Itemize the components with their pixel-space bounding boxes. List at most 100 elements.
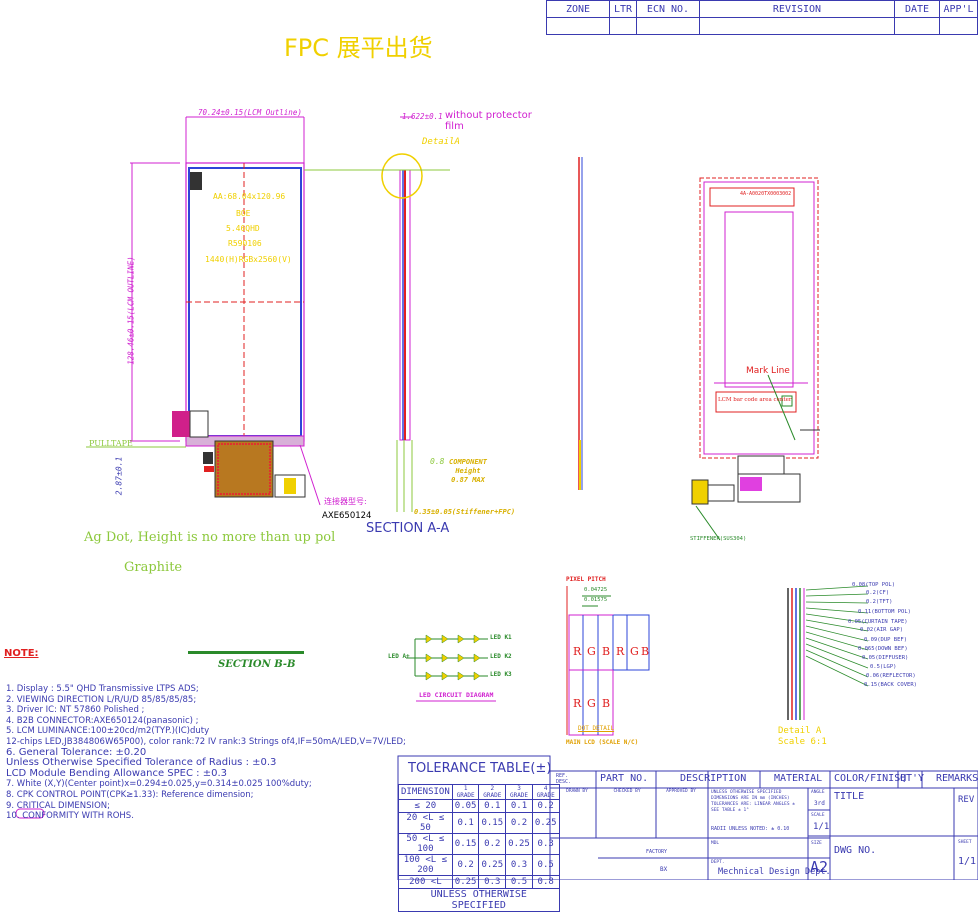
tb-dept-val: Mechnical Design Dept. — [718, 867, 831, 877]
table-row: 100 <L ≤ 200 0.2 0.25 0.3 0.5 — [398, 854, 560, 876]
tol-header-g2: 2 GRADE — [478, 784, 507, 800]
tb-remarks: REMARKS — [936, 773, 978, 784]
tol-cell: 0.1 — [451, 812, 480, 834]
graphite-label: Graphite — [124, 560, 183, 575]
pulltape-label: PULLTAPE — [89, 439, 133, 448]
table-row: 200 <L 0.25 0.3 0.5 0.8 — [398, 875, 560, 889]
back-label-tag: 4A-A0020TX0003002 — [740, 191, 792, 197]
protector-note: without protector film — [445, 110, 532, 132]
tb-size-label: SIZE — [811, 841, 822, 846]
section-a-a-label: SECTION A-A — [366, 521, 450, 536]
thin-side-view — [578, 157, 583, 490]
tb-drawn: DRAWN BY — [566, 789, 588, 794]
connector-cn-label: 连接器型号: — [324, 497, 367, 506]
tb-unless-note: UNLESS OTHERWISE SPECIFIED DIMENSIONS AR… — [711, 790, 795, 813]
detail-a-layer-9: 0.05(DIFFUSER) — [862, 655, 909, 661]
tb-ref-desc: REF. DESC. — [556, 773, 572, 785]
led-anode-label: LED A+ — [388, 653, 410, 660]
tol-cell: 0.2 — [478, 833, 507, 855]
detail-a-layer-3: 0.2(TFT) — [866, 599, 893, 605]
subpixel-row2-r: R — [573, 697, 582, 710]
connector-model: AXE650124 — [322, 511, 372, 521]
tol-header-g3: 3 GRADE — [505, 784, 533, 800]
front-size-text: BOE — [236, 209, 251, 218]
detail-a-layer-6: 0.02(AIR GAP) — [860, 627, 904, 633]
subpixel-b1: B — [602, 645, 611, 658]
main-lcd-scale-caption: MAIN LCD (SCALE N/C) — [566, 739, 639, 746]
tol-cell: 20 <L ≤ 50 — [398, 812, 453, 834]
tol-cell: 50 <L ≤ 100 — [398, 833, 453, 855]
tol-header-dim: DIMENSION — [398, 784, 453, 800]
detail-a-geometry — [787, 585, 869, 720]
tol-cell: 100 <L ≤ 200 — [398, 854, 453, 876]
tb-title-label: TITLE — [834, 791, 865, 802]
component-dim: 0.8 — [430, 457, 445, 466]
table-row: 20 <L ≤ 50 0.1 0.15 0.2 0.25 — [398, 812, 560, 834]
detail-a-scale: Scale 6:1 — [778, 737, 827, 747]
tb-angle-label: ANGLE — [811, 790, 825, 795]
notes-list: 1. Display : 5.5" QHD Transmissive LTPS … — [6, 684, 406, 822]
tb-scale-label: SCALE — [811, 813, 825, 818]
tb-part-no: PART NO. — [600, 773, 649, 784]
subpixel-row2-g: G — [587, 697, 596, 710]
note-line-6: 12-chips LED,JB384806W65P00), color rank… — [6, 736, 406, 747]
tol-cell: 0.8 — [531, 875, 560, 889]
note-line-2: 2. VIEWING DIRECTION L/R/U/D 85/85/85/85… — [6, 694, 197, 705]
back-view — [691, 177, 820, 541]
pixel-pitch-2: 0.01575 — [584, 597, 608, 603]
tb-sheet-val: 1/1 — [958, 856, 977, 867]
tol-cell: 0.15 — [478, 812, 507, 834]
subpixel-r2: R — [616, 645, 625, 658]
tol-cell: 0.1 — [505, 799, 533, 813]
detail-a-layer-2: 0.2(CF) — [866, 590, 890, 596]
tol-footer: UNLESS OTHERWISE SPECIFIED — [398, 888, 560, 912]
drawing-sheet: ZONE LTR ECN NO. REVISION DATE APP'L FPC… — [4, 0, 978, 912]
stiffener-label: STIFFENER(SUS304) — [690, 536, 747, 542]
led-circuit-geometry — [406, 634, 496, 702]
note-line-11: 8. CPK CONTROL POINT(CPK≥1.33): Referenc… — [6, 789, 254, 800]
front-resolution: 1440(H)RGBx2560(V) — [205, 255, 292, 264]
tol-cell: ≤ 20 — [398, 799, 453, 813]
section-bb-geometry — [188, 651, 304, 654]
detail-a-layer-8: 0.065(DOWN BEF) — [858, 646, 908, 652]
detail-a-title: Detail A — [778, 726, 822, 736]
front-model-text: 5.46QHD — [226, 224, 260, 233]
front-aa-text: AA:68.04x120.96 — [213, 192, 286, 201]
note-line-9: LCD Module Bending Allowance SPEC : ±0.3 — [6, 767, 227, 779]
tol-cell: 0.2 — [531, 799, 560, 813]
tol-cell: 0.1 — [478, 799, 507, 813]
tol-cell: 0.25 — [505, 833, 533, 855]
tb-qty: QT'Y — [900, 773, 925, 784]
tolerance-title: TOLERANCE TABLE(±) — [408, 761, 552, 776]
led-k3-label: LED K3 — [490, 671, 512, 678]
tol-cell: 0.2 — [505, 812, 533, 834]
side-thickness-dim: 1.622±0.1 — [402, 112, 443, 121]
tb-sheet-label: SHEET — [958, 840, 972, 845]
tb-checked: CHECKED BY — [613, 789, 641, 794]
tol-cell: 0.3 — [478, 875, 507, 889]
note-line-7: 6. General Tolerance: ±0.20 — [6, 746, 147, 758]
tb-mdl-label: MDL — [711, 841, 720, 846]
tol-cell: 0.2 — [451, 854, 480, 876]
tol-cell: 0.25 — [531, 812, 560, 834]
detail-a-layer-1: 0.08(TOP POL) — [852, 582, 896, 588]
tol-cell: 0.05 — [451, 799, 480, 813]
dot-detail-caption: DOT DETAIL — [578, 725, 615, 732]
detail-a-layer-11: 0.06(REFLECTOR) — [866, 673, 916, 679]
stiffener-note: 0.35±0.05(Stiffener+FPC) — [414, 508, 516, 516]
tol-cell: 0.25 — [478, 854, 507, 876]
note-line-12: 9. CRITICAL DIMENSION; — [6, 800, 110, 811]
tb-factory-val: BX — [660, 866, 668, 873]
subpixel-b2: B — [641, 645, 650, 658]
front-thickness-dim: 2.87±0.1 — [114, 456, 124, 496]
tol-cell: 0.25 — [451, 875, 480, 889]
revision-block: ZONE LTR ECN NO. REVISION DATE APP'L — [546, 0, 978, 35]
tol-header-g1: 1 GRADE — [451, 784, 480, 800]
tb-dept-label: DEPT. — [711, 860, 725, 865]
tol-header-g4: 4 GRADE — [531, 784, 560, 800]
note-line-5: 5. LCM LUMINANCE:100±20cd/m2(TYP.)(IC)du… — [6, 726, 210, 737]
pixel-pitch-title: PIXEL PITCH — [566, 576, 606, 583]
notes-heading: NOTE: — [4, 648, 39, 659]
front-res-code: R590106 — [228, 239, 262, 248]
subpixel-row2-b: B — [602, 697, 611, 710]
